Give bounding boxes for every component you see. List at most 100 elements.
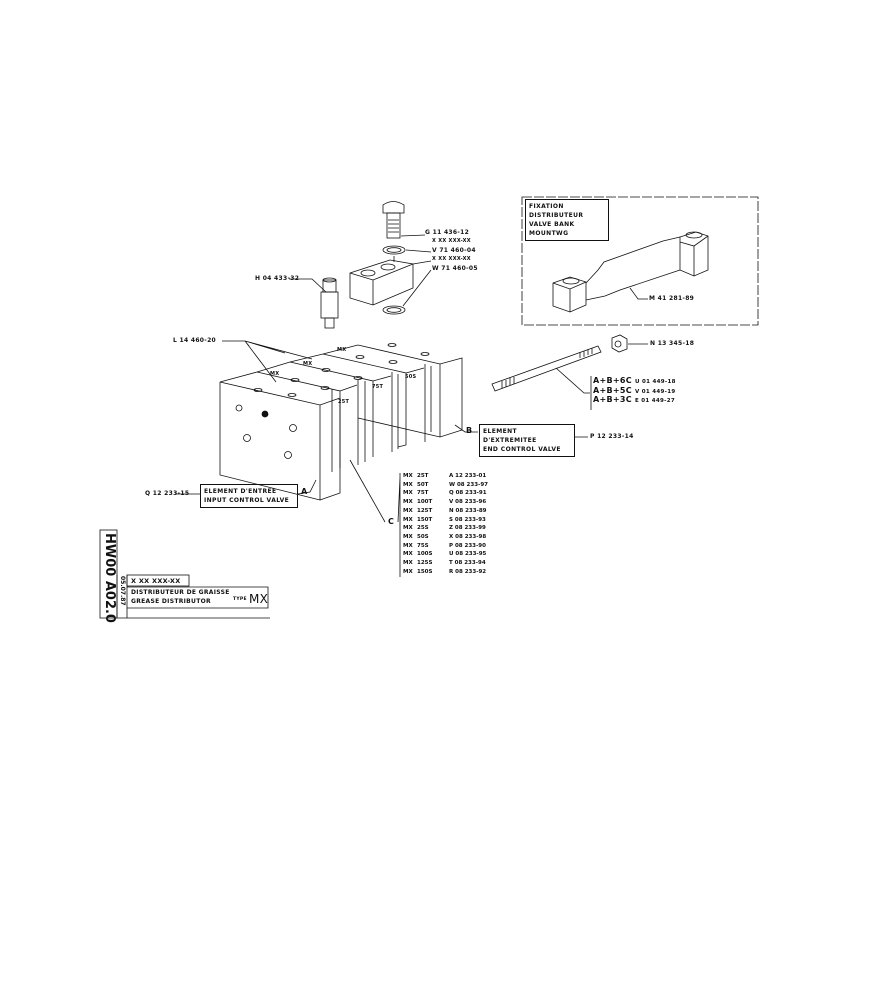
mounting-bracket-drawing [521, 196, 759, 326]
middle-element-size: 150T [417, 516, 433, 523]
middle-element-type: MX [403, 516, 413, 523]
middle-element-type: MX [403, 568, 413, 575]
block-marking: MX [303, 361, 313, 367]
middle-element-row: MX 150S R 08 233-92 [403, 569, 509, 575]
middle-element-part: A 12 233-01 [449, 473, 487, 479]
title-en: GREASE DISTRIBUTOR [131, 598, 211, 605]
input-valve-box: ELEMENT D'ENTREE INPUT CONTROL VALVE [200, 484, 298, 508]
middle-element-row: MX 75S P 08 233-90 [403, 543, 509, 549]
middle-element-part: X 08 233-98 [449, 533, 487, 540]
washer-top-ref: X XX XXX-XX [432, 238, 471, 244]
middle-element-row: MX 125T N 08 233-89 [403, 508, 509, 514]
sheet-number: HW00 A02.0 [102, 533, 117, 623]
banjo-block-ref: X XX XXX-XX [432, 256, 471, 262]
middle-element-size: 75S [417, 542, 429, 549]
tie-rod-part: V 01 449-19 [635, 388, 676, 395]
title-block-ref: X XX XXX-XX [131, 577, 181, 585]
banjo-bolt-part-number: G 11 436-12 [425, 229, 470, 236]
seal-part-number: L 14 460-20 [173, 337, 217, 344]
mounting-title-fr: FIXATION DISTRIBUTEUR [529, 203, 584, 219]
middle-element-row: MX 150T S 08 233-93 [403, 517, 509, 523]
middle-element-size: 100T [417, 499, 433, 506]
pin-drawing [289, 277, 339, 329]
middle-element-type: MX [403, 542, 413, 549]
middle-element-letter: C [388, 517, 395, 526]
nut-and-rod-drawing [491, 334, 648, 410]
tie-rod-combo: A+B+6C [593, 376, 632, 385]
input-valve-title-fr: ELEMENT D'ENTREE [204, 488, 277, 495]
mounting-title-box: FIXATION DISTRIBUTEUR VALVE BANK MOUNTWG [525, 199, 609, 241]
title-fr: DISTRIBUTEUR DE GRAISSE [131, 589, 230, 596]
end-valve-title-fr: ELEMENT D'EXTREMITEE [483, 428, 537, 444]
middle-element-part: P 08 233-90 [449, 542, 486, 549]
type-label: TYPE [233, 597, 247, 602]
tie-rod-row: A+B+5C V 01 449-19 [593, 385, 676, 396]
block-marking: MX [270, 371, 280, 377]
valve-blocks-drawing [175, 340, 588, 577]
input-valve-letter: A [301, 487, 308, 496]
washer-top-part-number: V 71 460-04 [432, 247, 476, 254]
middle-element-part: R 08 233-92 [449, 568, 487, 575]
input-valve-part-number: Q 12 233-15 [145, 490, 190, 497]
middle-element-size: 50T [417, 481, 429, 488]
middle-element-size: 25S [417, 525, 429, 532]
middle-element-type: MX [403, 499, 413, 506]
bracket-part-number: M 41 281-89 [649, 295, 695, 302]
middle-element-size: 150S [417, 568, 433, 575]
tie-rod-part: E 01 449-27 [635, 398, 675, 404]
middle-element-type: MX [403, 533, 413, 540]
end-valve-title-en: END CONTROL VALVE [483, 446, 561, 453]
end-valve-part-number: P 12 233-14 [590, 433, 634, 440]
block-marking: 50S [405, 374, 417, 380]
tie-rod-combo: A+B+5C [593, 385, 632, 395]
end-valve-letter: B [466, 426, 473, 435]
block-marking: MX [337, 347, 347, 353]
middle-element-row: MX 25T A 12 233-01 [403, 473, 509, 479]
middle-element-part: T 08 233-94 [449, 560, 486, 566]
middle-element-size: 125S [417, 560, 433, 566]
middle-element-type: MX [403, 525, 413, 532]
middle-element-part: S 08 233-93 [449, 516, 486, 523]
input-valve-title-en: INPUT CONTROL VALVE [204, 497, 290, 504]
tie-rod-row: A+B+3C E 01 449-27 [593, 396, 676, 405]
middle-element-part: U 08 233-95 [449, 551, 487, 558]
middle-element-row: MX 25S Z 08 233-99 [403, 525, 509, 531]
tie-rod-row: A+B+6C U 01 449-18 [593, 377, 676, 386]
middle-element-size: 75T [417, 490, 429, 497]
middle-element-row: MX 50T W 08 233-97 [403, 482, 509, 488]
middle-element-part: W 08 233-97 [449, 481, 488, 488]
mounting-title-en: VALVE BANK MOUNTWG [529, 221, 575, 237]
middle-element-type: MX [403, 551, 413, 558]
middle-element-row: MX 100S U 08 233-95 [403, 551, 509, 557]
middle-element-size: 25T [417, 473, 429, 479]
tie-rod-part: U 01 449-18 [635, 379, 676, 385]
washer-bottom-part-number: W 71 460-05 [432, 265, 478, 272]
sheet-date: 05.07.87 [119, 576, 126, 606]
block-marking: 75T [372, 384, 384, 390]
middle-element-part: Q 08 233-91 [449, 490, 487, 497]
type-value: MX [249, 592, 269, 606]
middle-element-type: MX [403, 560, 413, 566]
middle-element-size: 125T [417, 507, 433, 514]
tie-rod-combo: A+B+3C [593, 395, 632, 404]
middle-element-row: MX 50S X 08 233-98 [403, 534, 509, 540]
banjo-block-drawing [349, 256, 432, 315]
middle-element-type: MX [403, 507, 413, 514]
middle-element-type: MX [403, 490, 413, 497]
middle-element-type: MX [403, 473, 413, 479]
tie-rod-list: A+B+6C U 01 449-18 A+B+5C V 01 449-19 A+… [593, 377, 676, 405]
middle-element-type: MX [403, 481, 413, 488]
middle-element-part: N 08 233-89 [449, 507, 487, 514]
middle-element-size: 100S [417, 551, 433, 558]
title-block-frame [99, 529, 270, 619]
middle-element-part: Z 08 233-99 [449, 525, 486, 532]
banjo-bolt-drawing [382, 201, 432, 255]
middle-element-size: 50S [417, 533, 429, 540]
nut-part-number: N 13 345-18 [650, 340, 695, 347]
end-valve-box: ELEMENT D'EXTREMITEE END CONTROL VALVE [479, 424, 575, 457]
middle-element-row: MX 75T Q 08 233-91 [403, 490, 509, 496]
middle-element-row: MX 125S T 08 233-94 [403, 560, 509, 566]
